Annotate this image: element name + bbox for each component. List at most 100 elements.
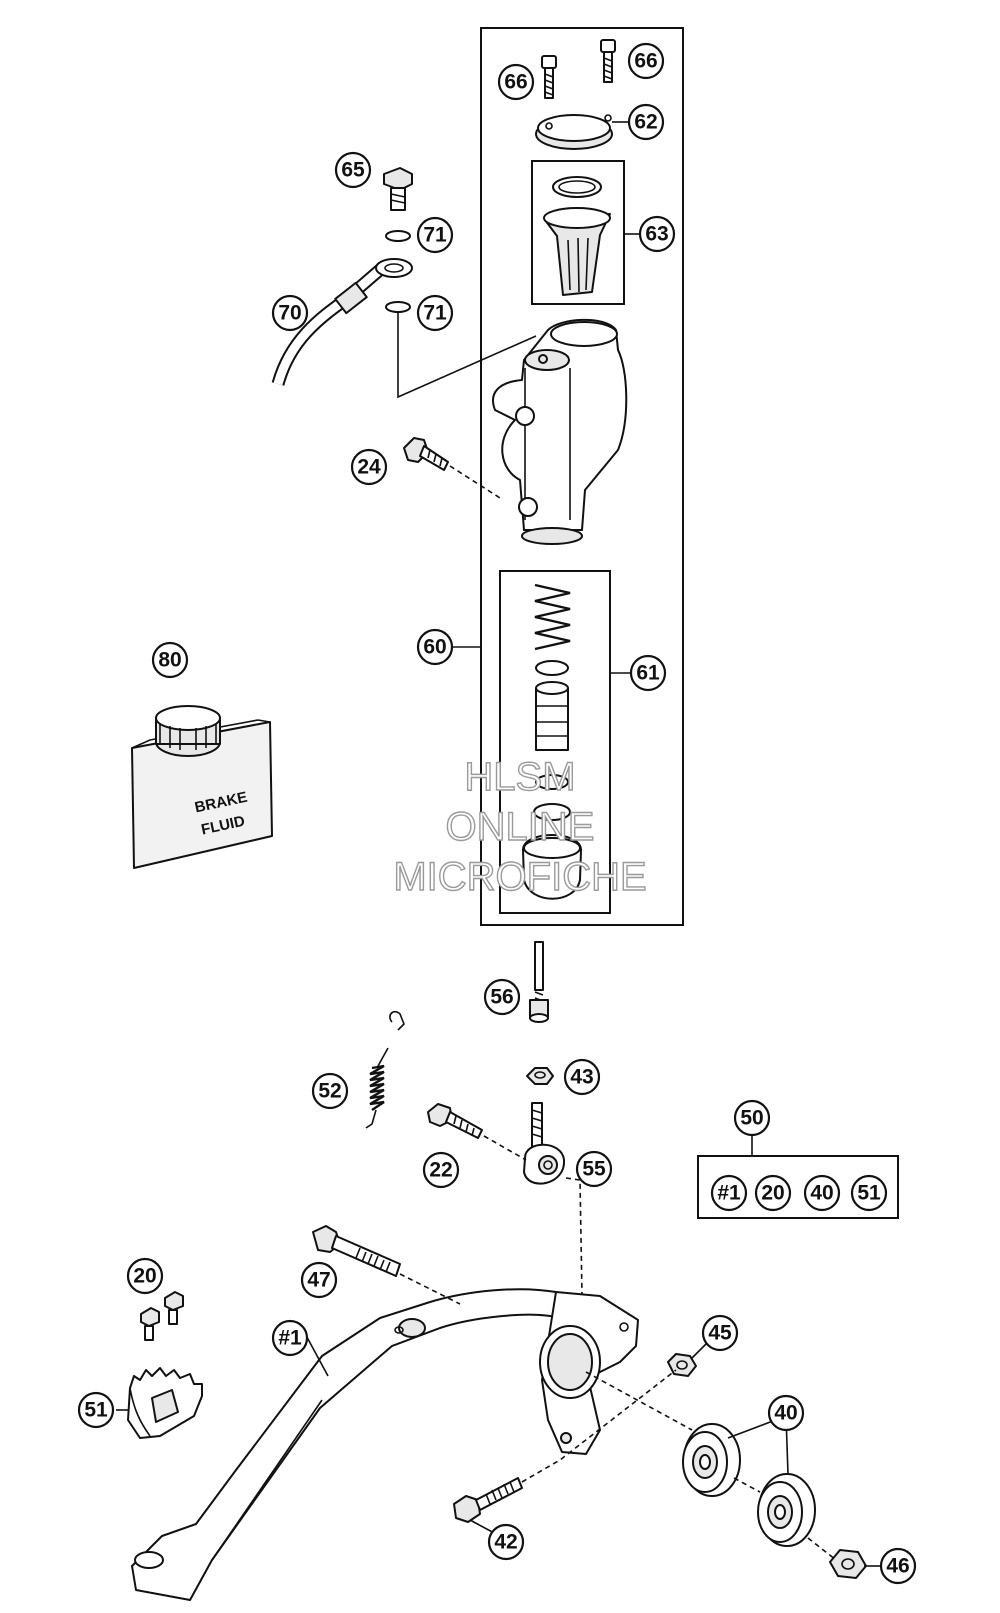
callout-45: 45 (701, 1314, 739, 1352)
svg-text:56: 56 (490, 986, 513, 1009)
callout-66-left: 66 (497, 63, 535, 101)
svg-text:50: 50 (740, 1107, 763, 1130)
seal-ring-61 (535, 660, 569, 676)
callout-80: 80 (151, 641, 189, 679)
svg-text:51: 51 (84, 1399, 108, 1422)
bolt-24-leader (449, 465, 501, 499)
callout-40: 40 (767, 1394, 805, 1432)
svg-text:71: 71 (423, 302, 447, 325)
assembly-frame-60 (480, 27, 684, 926)
svg-text:51: 51 (857, 1182, 881, 1205)
callout-65: 65 (334, 151, 372, 189)
kit-frame-50 (697, 1155, 899, 1219)
boot-61 (522, 834, 582, 900)
brake-fluid-bottle: BRAKE FLUID (131, 705, 273, 869)
watermark: HLSM ONLINE MICROFICHE (393, 754, 648, 899)
callout-20: 20 (126, 1257, 164, 1295)
svg-text:20: 20 (133, 1265, 156, 1288)
spring-61 (534, 583, 571, 651)
subframe-63 (531, 160, 625, 305)
push-rod-56 (529, 941, 549, 1023)
callout-52: 52 (311, 1072, 349, 1110)
washer-71-lower (385, 301, 411, 313)
svg-text:63: 63 (645, 223, 668, 246)
callout-62: 62 (627, 103, 665, 141)
bolt-22 (427, 1103, 483, 1139)
clevis-leader (565, 1177, 583, 1297)
callout-50-item-51: 51 (850, 1174, 888, 1212)
watermark-line3: MICROFICHE (393, 855, 646, 899)
svg-text:60: 60 (423, 636, 446, 659)
svg-text:20: 20 (761, 1182, 784, 1205)
svg-text:45: 45 (708, 1322, 732, 1345)
nut-43 (526, 1067, 554, 1085)
svg-text:46: 46 (886, 1555, 909, 1578)
svg-text:24: 24 (357, 456, 381, 479)
callout-56: 56 (483, 978, 521, 1016)
svg-text:42: 42 (494, 1531, 517, 1554)
callout-43: 43 (563, 1058, 601, 1096)
bolt-22-leader (483, 1135, 527, 1161)
callout-66-right: 66 (627, 42, 665, 80)
subframe-61 (499, 570, 611, 914)
callout-51: 51 (77, 1391, 115, 1429)
svg-text:65: 65 (341, 159, 365, 182)
svg-text:70: 70 (278, 302, 301, 325)
callout-50-item-1: #1 (710, 1174, 748, 1212)
watermark-line1: HLSM (464, 755, 575, 799)
bolt-47 (312, 1225, 401, 1277)
bolt-24 (403, 437, 449, 471)
callout-61: 61 (629, 654, 667, 692)
banjo-bolt-65 (383, 167, 413, 211)
hose-leader (397, 312, 537, 399)
callout-46: 46 (879, 1547, 917, 1585)
bearing-40-b (757, 1473, 816, 1547)
seal-61-a (535, 774, 569, 790)
svg-text:66: 66 (504, 71, 527, 94)
screw-66-left (541, 55, 557, 99)
callout-55: 55 (575, 1150, 613, 1188)
clevis-55 (523, 1102, 566, 1185)
bolts-20 (140, 1291, 184, 1341)
brake-hose-70 (271, 258, 413, 386)
callout-71-upper: 71 (416, 216, 454, 254)
svg-text:43: 43 (570, 1066, 593, 1089)
svg-text:#1: #1 (717, 1182, 741, 1205)
svg-text:80: 80 (158, 649, 181, 672)
svg-text:52: 52 (318, 1080, 341, 1103)
reservoir-cap-62 (535, 114, 613, 150)
watermark-line2: ONLINE (446, 805, 595, 849)
axle-leader (585, 1371, 837, 1561)
screw-66-right (600, 39, 616, 83)
brake-pedal-1 (131, 1288, 639, 1601)
master-cylinder-body (492, 318, 628, 545)
bolt-42 (453, 1477, 523, 1523)
reservoir-63 (543, 176, 611, 296)
svg-text:40: 40 (774, 1402, 797, 1425)
callout-22: 22 (422, 1151, 460, 1189)
nut-46 (829, 1549, 867, 1579)
callout-60: 60 (416, 628, 454, 666)
spring-52 (365, 1010, 405, 1129)
svg-text:62: 62 (634, 111, 657, 134)
svg-text:#1: #1 (278, 1327, 302, 1350)
callout-63: 63 (638, 215, 676, 253)
brake-step-51 (127, 1367, 203, 1439)
callout-50-item-20: 20 (754, 1174, 792, 1212)
bolt-47-leader (399, 1273, 461, 1305)
callout-24: 24 (350, 448, 388, 486)
svg-text:71: 71 (423, 224, 447, 247)
callout-47: 47 (300, 1261, 338, 1299)
piston-61 (535, 681, 569, 751)
svg-text:66: 66 (634, 50, 657, 73)
callout-1: #1 (271, 1319, 309, 1357)
svg-text:61: 61 (636, 662, 660, 685)
washer-71-upper (385, 230, 411, 242)
svg-text:55: 55 (582, 1158, 606, 1181)
svg-text:22: 22 (429, 1159, 452, 1182)
callout-71-lower: 71 (416, 294, 454, 332)
callout-50: 50 (733, 1099, 771, 1137)
callout-70: 70 (271, 294, 309, 332)
seal-61-b (533, 803, 571, 821)
